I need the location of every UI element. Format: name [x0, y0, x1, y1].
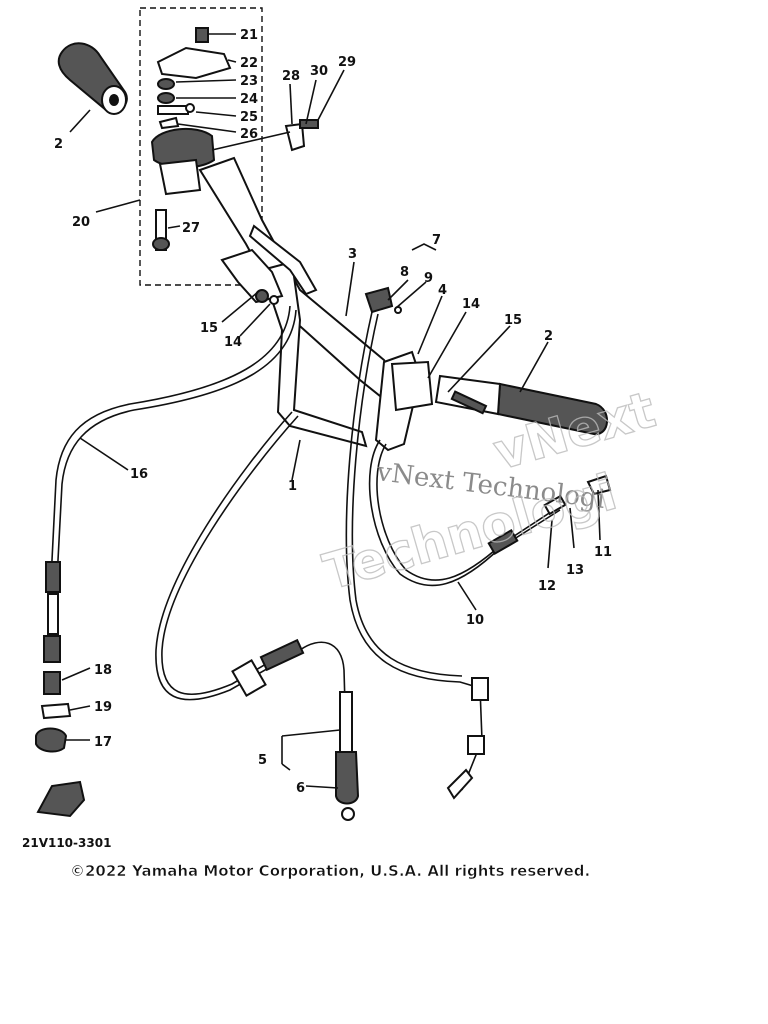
diagram-code: 21V110-3301 — [22, 836, 111, 850]
callout-28: 28 — [282, 69, 300, 84]
callout-2-left: 2 — [54, 137, 63, 152]
callout-29: 29 — [338, 55, 356, 70]
callout-22: 22 — [240, 56, 258, 71]
cable-10-end — [487, 474, 612, 556]
cable-16-inner — [55, 309, 297, 621]
callout-17: 17 — [94, 735, 112, 750]
callout-14-right: 14 — [462, 297, 480, 312]
cable-throttle-inner — [351, 313, 463, 677]
callout-2-right: 2 — [544, 329, 553, 344]
assembly-box-20 — [139, 7, 263, 286]
callout-8: 8 — [400, 265, 409, 280]
callout-5: 5 — [258, 753, 267, 768]
callout-9: 9 — [424, 271, 433, 286]
cable-16 — [49, 305, 291, 621]
cable-10 — [368, 439, 561, 587]
callout-12: 12 — [538, 579, 556, 594]
throttle-housing — [150, 27, 232, 251]
callout-labels: 21 22 23 24 25 26 28 30 29 2 20 27 3 7 8… — [54, 28, 612, 796]
callout-13: 13 — [566, 563, 584, 578]
cable-10-inner — [376, 443, 561, 581]
callout-25: 25 — [240, 110, 258, 125]
small-parts-17-19 — [35, 671, 86, 818]
left-lever-assembly — [220, 224, 318, 305]
callout-26: 26 — [240, 127, 258, 142]
copyright-notice: ©2022 Yamaha Motor Corporation, U.S.A. A… — [70, 862, 590, 880]
callout-18: 18 — [94, 663, 112, 678]
callout-15-right: 15 — [504, 313, 522, 328]
callout-23: 23 — [240, 74, 258, 89]
callout-15-left: 15 — [200, 321, 218, 336]
cable-clamp-8-9 — [364, 286, 402, 314]
callout-7: 7 — [432, 233, 441, 248]
callout-6: 6 — [296, 781, 305, 796]
throttle-cable-end — [446, 677, 489, 800]
callout-20: 20 — [72, 215, 90, 230]
right-grip — [390, 360, 608, 436]
cable-16-end — [43, 561, 61, 663]
callout-30: 30 — [310, 64, 328, 79]
leader-lines — [61, 33, 601, 789]
cable-5-6-fittings — [231, 638, 360, 821]
left-grip — [57, 42, 128, 115]
cable-throttle — [345, 311, 483, 791]
callout-11: 11 — [594, 545, 612, 560]
cable-5-6 — [155, 411, 347, 741]
callout-10: 10 — [466, 613, 484, 628]
cable-adjuster-28-30 — [284, 119, 319, 152]
callout-16: 16 — [130, 467, 148, 482]
callout-4: 4 — [438, 283, 447, 298]
callout-14-left: 14 — [224, 335, 242, 350]
callout-27: 27 — [182, 221, 200, 236]
callout-21: 21 — [240, 28, 258, 43]
cable-5-6-inner — [161, 415, 301, 696]
callout-3: 3 — [348, 247, 357, 262]
callout-19: 19 — [94, 700, 112, 715]
callout-1: 1 — [288, 479, 297, 494]
callout-24: 24 — [240, 92, 258, 107]
